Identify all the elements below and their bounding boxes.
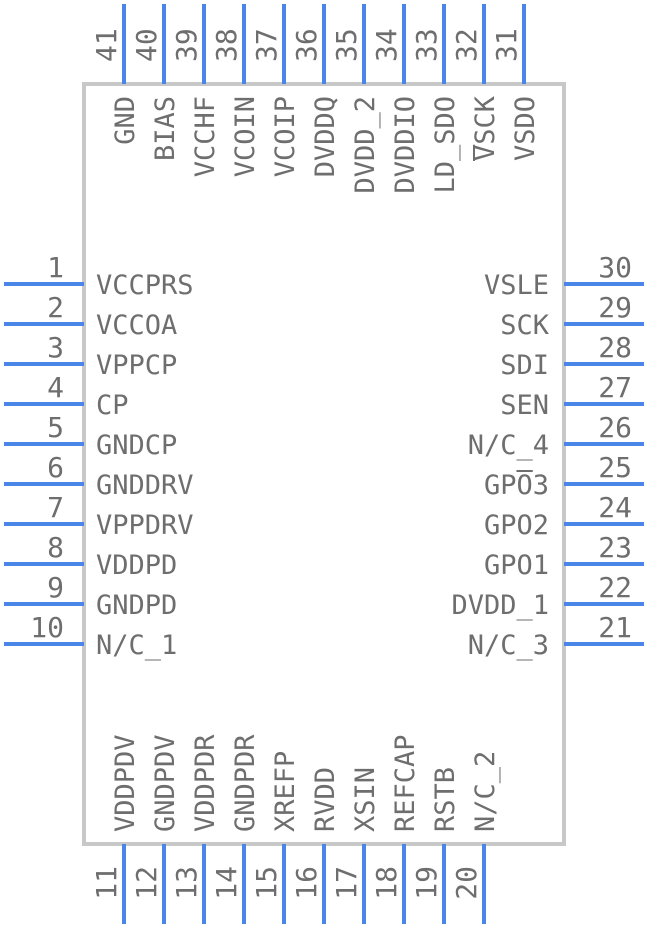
pin-name: VDDPD <box>96 550 177 581</box>
pin-number: 11 <box>90 866 123 900</box>
pin-name: VSDO <box>510 96 541 161</box>
pin-number: 8 <box>47 531 64 564</box>
pin-number: 38 <box>210 28 243 62</box>
pin-number: 27 <box>598 371 632 404</box>
pin-number: 12 <box>130 866 163 900</box>
pin-number: 40 <box>130 28 163 62</box>
pin-name: VDDPDR <box>190 734 221 832</box>
pin-name: VCCHF <box>190 96 221 177</box>
pin-number: 22 <box>598 571 632 604</box>
pin-name: RSTB <box>430 767 461 832</box>
ic-body <box>82 82 566 846</box>
pin-number: 14 <box>210 866 243 900</box>
pin-name: VPPDRV <box>96 510 194 541</box>
pin-number: 26 <box>598 411 632 444</box>
pin-number: 31 <box>490 28 523 62</box>
pin-number: 29 <box>598 291 632 324</box>
pin-number: 7 <box>47 491 64 524</box>
pin-name: SEN <box>500 390 549 421</box>
pin-name: GNDPDR <box>230 734 261 832</box>
pin-name: GPO2 <box>484 510 549 541</box>
pin-number: 17 <box>330 866 363 900</box>
pin-name: GPO1 <box>484 550 549 581</box>
pin-number: 10 <box>30 611 64 644</box>
pin-number: 2 <box>47 291 64 324</box>
pin-name: DVDD_1 <box>451 590 549 621</box>
pin-number: 37 <box>250 28 283 62</box>
pin-number: 5 <box>47 411 64 444</box>
pin-name: VSLE <box>484 270 549 301</box>
pin-name: SCK <box>500 310 550 341</box>
pin-name: DVDDQ <box>310 96 341 177</box>
pin-number: 24 <box>598 491 632 524</box>
pin-name: XREFP <box>270 751 301 832</box>
pin-number: 1 <box>47 251 64 284</box>
pin-name: DVDDIO <box>390 96 421 194</box>
pin-name: VCOIN <box>230 96 261 177</box>
pin-number: 20 <box>450 866 483 900</box>
pin-name: GNDDRV <box>96 470 194 501</box>
pin-number: 19 <box>410 866 443 900</box>
pin-name: VDDPDV <box>110 734 141 832</box>
pin-name: GNDPDV <box>150 734 181 832</box>
pin-name: VCOIP <box>270 96 301 177</box>
pin-number: 15 <box>250 866 283 900</box>
pin-number: 36 <box>290 28 323 62</box>
pin-name: VSCK <box>470 95 501 161</box>
pin-number: 39 <box>170 28 203 62</box>
pin-name: DVDD_2 <box>350 96 381 194</box>
pin-number: 21 <box>598 611 632 644</box>
pin-number: 41 <box>90 28 123 62</box>
pin-number: 30 <box>598 251 632 284</box>
pin-number: 28 <box>598 331 632 364</box>
pin-name: N/C_4 <box>468 430 549 461</box>
pin-name: VCCPRS <box>96 270 194 301</box>
pin-name: SDI <box>500 350 549 381</box>
pin-number: 16 <box>290 866 323 900</box>
pin-name: N/C_1 <box>96 630 177 661</box>
pin-name: RVDD <box>310 767 341 832</box>
pin-name: XSIN <box>350 767 381 832</box>
pin-name: VPPCP <box>96 350 177 381</box>
pin-name: LD_SDO <box>430 96 461 194</box>
pin-name: REFCAP <box>390 734 421 832</box>
pin-number: 18 <box>370 866 403 900</box>
pin-number: 32 <box>450 28 483 62</box>
pin-number: 34 <box>370 28 403 62</box>
pin-name: BIAS <box>150 96 181 161</box>
pin-name: GNDPD <box>96 590 177 621</box>
pin-name: GPO3 <box>484 470 549 501</box>
pin-name: VCCOA <box>96 310 177 341</box>
pin-name: CP <box>96 390 129 421</box>
pin-name: GNDCP <box>96 430 177 461</box>
pin-name: N/C_2 <box>470 751 501 832</box>
pin-number: 3 <box>47 331 64 364</box>
pin-name: GND <box>110 96 141 145</box>
pin-number: 23 <box>598 531 632 564</box>
pin-number: 13 <box>170 866 203 900</box>
pin-number: 6 <box>47 451 64 484</box>
pin-number: 35 <box>330 28 363 62</box>
pin-number: 25 <box>598 451 632 484</box>
pin-number: 9 <box>47 571 64 604</box>
pin-number: 33 <box>410 28 443 62</box>
pin-name: N/C_3 <box>468 630 549 661</box>
pin-number: 4 <box>47 371 64 404</box>
